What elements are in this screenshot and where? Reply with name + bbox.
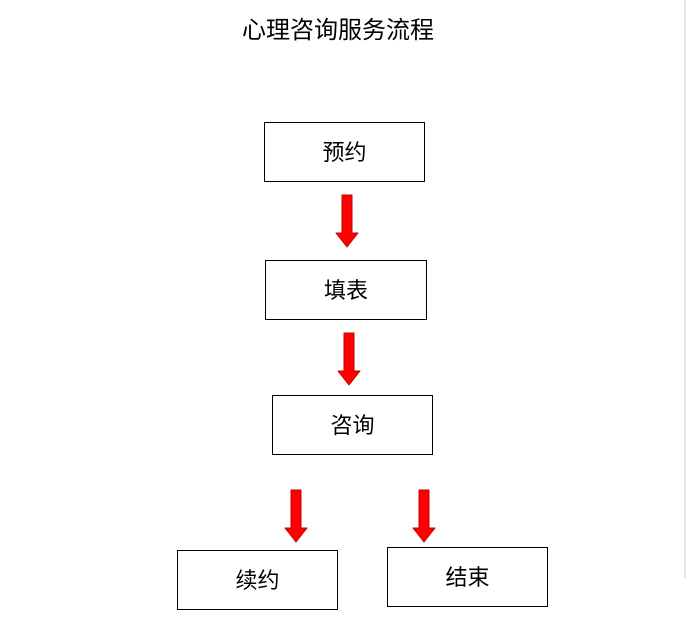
node-renewal: 续约: [177, 550, 338, 610]
node-appointment-label: 预约: [322, 141, 367, 166]
node-end-label: 结束: [445, 566, 490, 591]
node-consultation-label: 咨询: [330, 414, 375, 439]
diagram-title: 心理咨询服务流程: [242, 16, 434, 44]
node-appointment: 预约: [264, 122, 425, 182]
node-consultation: 咨询: [272, 395, 433, 455]
arrow-consultation-to-renewal-icon: [284, 489, 308, 543]
node-form: 填表: [265, 260, 427, 320]
node-end: 结束: [387, 547, 548, 607]
arrow-appointment-to-form-icon: [335, 194, 359, 248]
arrow-form-to-consultation-icon: [337, 332, 361, 386]
arrow-consultation-to-end-icon: [412, 489, 436, 543]
page-edge: [684, 0, 686, 578]
node-renewal-label: 续约: [235, 569, 280, 594]
node-form-label: 填表: [323, 279, 368, 304]
